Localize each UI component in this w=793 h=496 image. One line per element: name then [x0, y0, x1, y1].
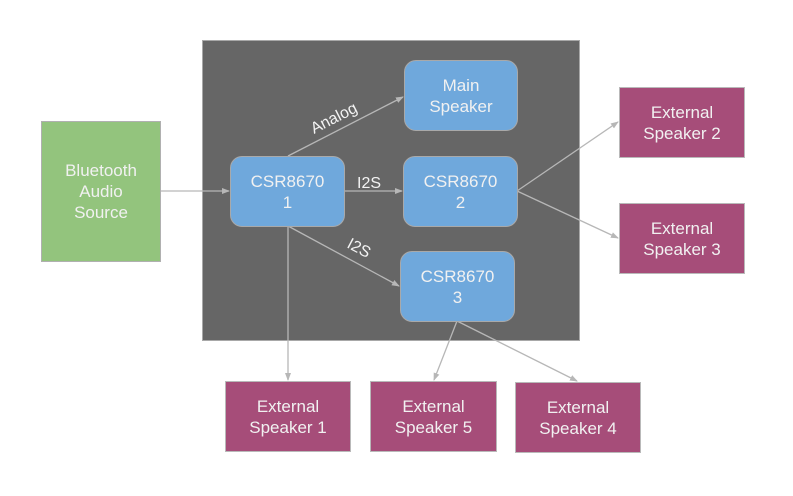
external-speaker-1-node: External Speaker 1 — [225, 381, 351, 452]
external-speaker-3-node: External Speaker 3 — [619, 203, 745, 274]
edge-csr1-main-speaker — [287, 96, 404, 157]
edge-csr2-ext2 — [516, 121, 619, 192]
csr8670-3-node: CSR8670 3 — [400, 251, 515, 322]
csr8670-2-node: CSR8670 2 — [403, 156, 518, 227]
edge-csr3-ext4 — [456, 320, 578, 382]
edge-csr2-ext3 — [516, 190, 619, 239]
edge-csr3-ext5 — [433, 320, 458, 381]
edge-csr1-csr3 — [287, 225, 400, 287]
csr8670-1-node: CSR8670 1 — [230, 156, 345, 227]
edge-label-i2s-csr2: I2S — [357, 175, 381, 192]
main-speaker-node: Main Speaker — [404, 60, 518, 131]
external-speaker-4-node: External Speaker 4 — [515, 382, 641, 453]
external-speaker-5-node: External Speaker 5 — [370, 381, 497, 452]
edge-label-i2s-csr3: I2S — [344, 236, 373, 262]
external-speaker-2-node: External Speaker 2 — [619, 87, 745, 158]
bluetooth-audio-source-node: Bluetooth Audio Source — [41, 121, 161, 262]
